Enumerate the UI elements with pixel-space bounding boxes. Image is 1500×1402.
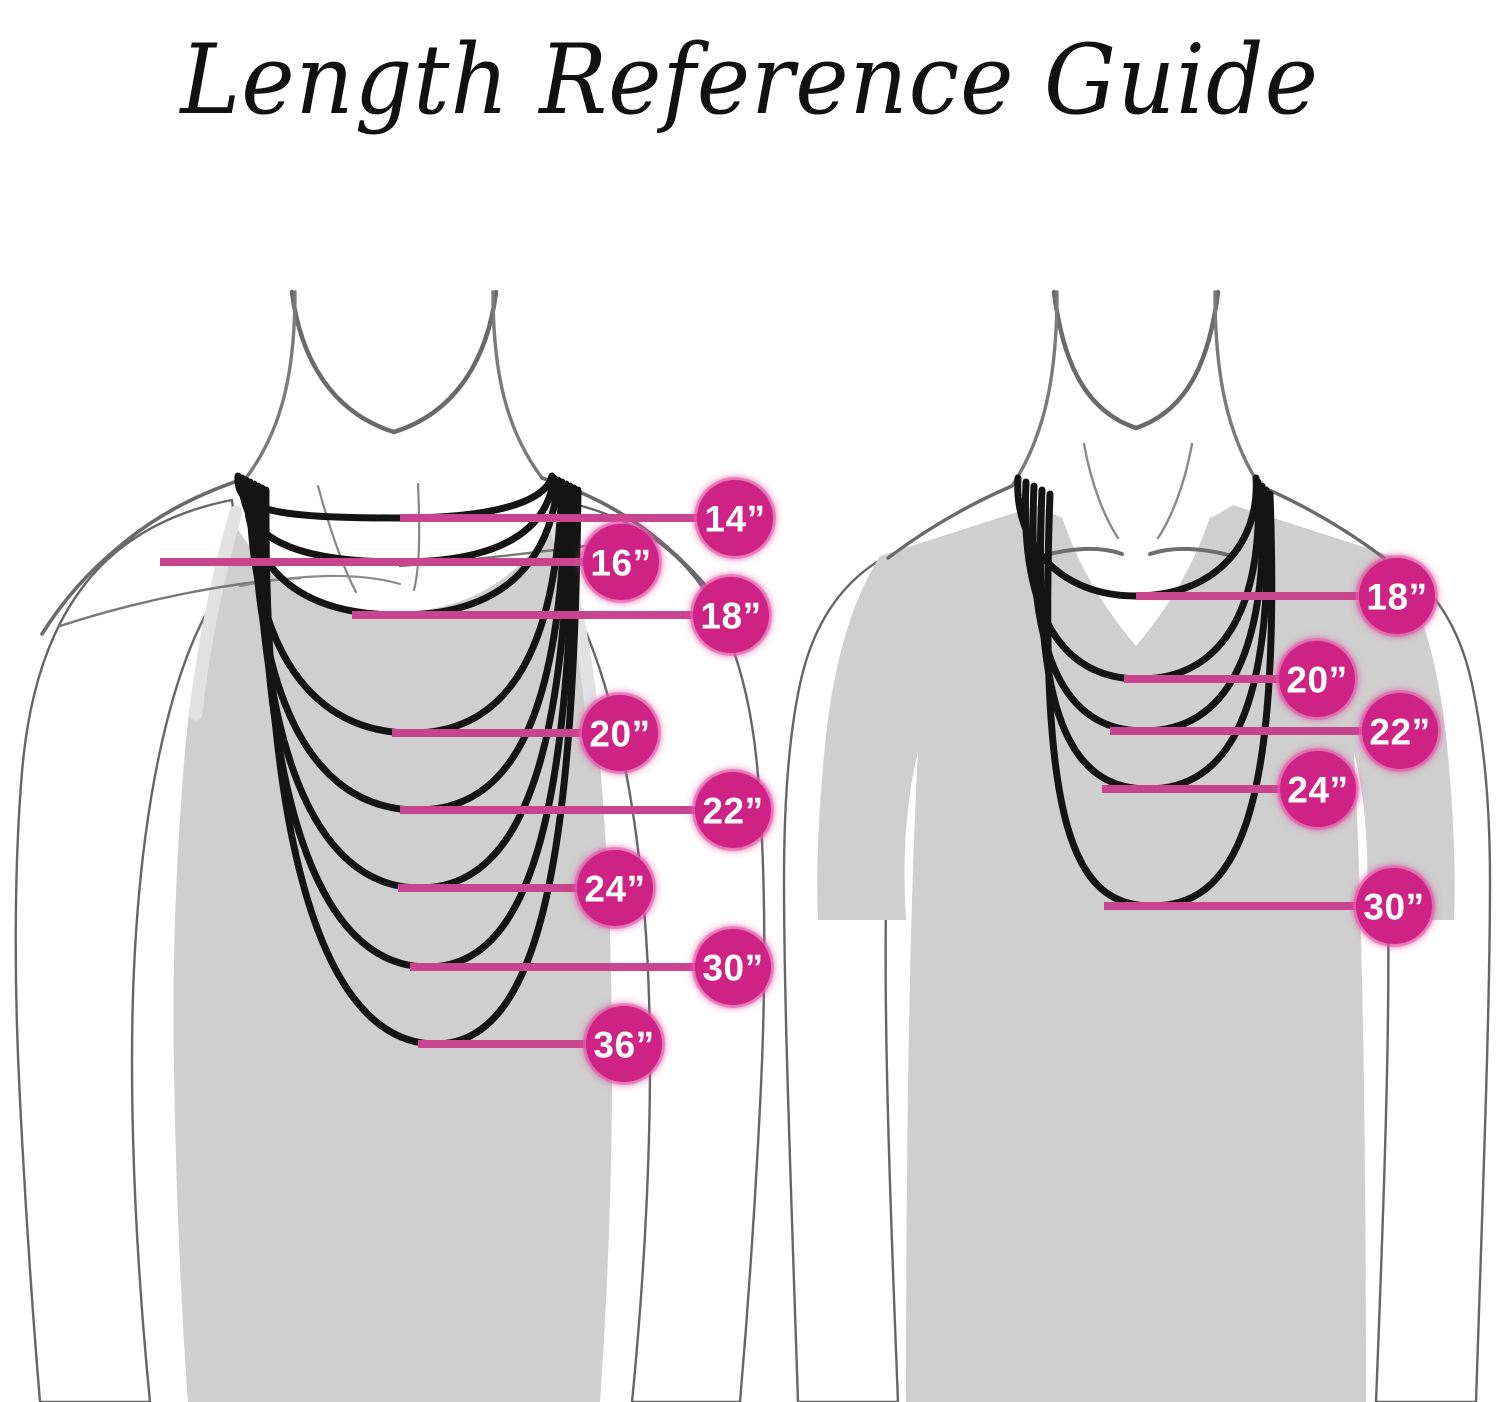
page-title: Length Reference Guide — [0, 0, 1500, 160]
length-badge-36[interactable]: 36” — [583, 1003, 665, 1085]
badge-label: 30” — [702, 948, 763, 989]
male-v-neck-collar — [1058, 502, 1214, 646]
female-sternum-line-b — [412, 482, 421, 592]
male-collarbone-right — [1148, 546, 1234, 558]
badge-label: 20” — [589, 714, 650, 755]
female-strap-left — [189, 505, 243, 721]
length-badge-30[interactable]: 30” — [1353, 865, 1435, 947]
badge-circle[interactable] — [695, 929, 771, 1005]
badge-label: 14” — [704, 499, 765, 540]
female-left-arm — [14, 498, 242, 1402]
length-badge-22[interactable]: 22” — [1359, 690, 1441, 772]
female-figure — [14, 289, 766, 1402]
badge-circle[interactable] — [697, 480, 773, 556]
badge-label: 16” — [590, 543, 651, 584]
female-left-shoulder-line — [40, 476, 248, 636]
female-neck — [250, 290, 540, 530]
page-title-text: Length Reference Guide — [180, 24, 1320, 136]
length-badge-30[interactable]: 30” — [692, 926, 774, 1008]
male-neck-tendon-left — [1082, 442, 1120, 540]
male-neck-right-line — [1213, 290, 1262, 488]
badge-circle[interactable] — [583, 524, 659, 600]
badge-label: 30” — [1363, 887, 1424, 928]
length-badge-22[interactable]: 22” — [692, 769, 774, 851]
badge-circle[interactable] — [586, 1006, 662, 1082]
badge-circle[interactable] — [695, 772, 771, 848]
length-badge-16[interactable]: 16” — [580, 521, 662, 603]
female-leader-lines — [160, 514, 735, 1048]
length-badge-14[interactable]: 14” — [694, 477, 776, 559]
length-badge-20[interactable]: 20” — [1276, 638, 1358, 720]
male-neck — [1014, 290, 1258, 534]
length-badge-20[interactable]: 20” — [579, 692, 661, 774]
female-sternum-line-a — [316, 484, 358, 594]
badge-circle[interactable] — [577, 850, 653, 926]
badge-circle[interactable] — [1362, 693, 1438, 769]
male-neck-left-line — [1010, 290, 1059, 488]
female-neck-left-line — [244, 290, 297, 480]
male-figure — [782, 289, 1492, 1402]
badge-circle[interactable] — [1359, 558, 1435, 634]
badge-label: 24” — [584, 869, 645, 910]
badge-label: 36” — [593, 1025, 654, 1066]
length-badges: 14” 16” 18” 20” 22” 24” 30” 36” 18” 20” 22” 24” 30” — [574, 477, 1441, 1085]
badge-label: 24” — [1287, 770, 1348, 811]
badge-label: 18” — [700, 596, 761, 637]
male-left-shoulder-line — [886, 484, 1014, 560]
badge-label: 22” — [1369, 712, 1430, 753]
length-badge-18[interactable]: 18” — [690, 574, 772, 656]
badge-circle[interactable] — [693, 577, 769, 653]
male-jawline — [1051, 289, 1221, 431]
length-badge-18[interactable]: 18” — [1356, 555, 1438, 637]
badge-label: 20” — [1286, 660, 1347, 701]
badge-label: 22” — [702, 791, 763, 832]
badge-circle[interactable] — [582, 695, 658, 771]
length-badge-24[interactable]: 24” — [1277, 748, 1359, 830]
male-neck-tendon-right — [1156, 442, 1194, 540]
badge-circle[interactable] — [1356, 868, 1432, 944]
length-badge-24[interactable]: 24” — [574, 847, 656, 929]
female-neck-right-line — [491, 290, 544, 480]
badge-label: 18” — [1366, 577, 1427, 618]
badge-circle[interactable] — [1279, 641, 1355, 717]
male-right-shoulder-line — [1258, 484, 1386, 560]
female-jawline — [289, 289, 499, 435]
badge-circle[interactable] — [1280, 751, 1356, 827]
